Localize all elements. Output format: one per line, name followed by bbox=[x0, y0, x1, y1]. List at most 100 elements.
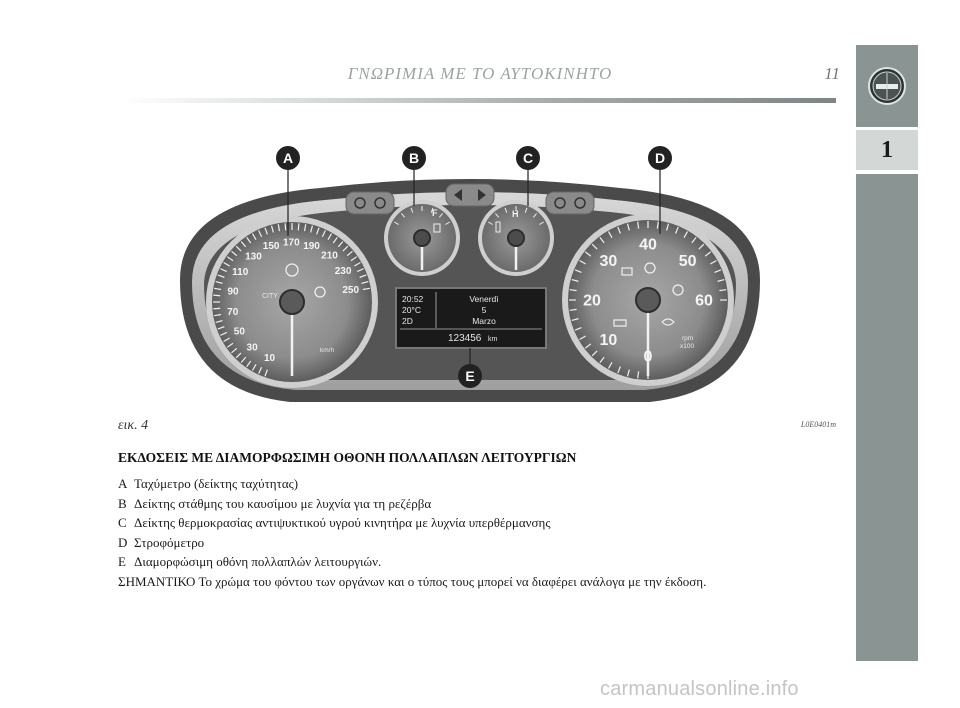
dial-tick bbox=[240, 241, 247, 248]
battery-warning-icon bbox=[621, 267, 633, 276]
dial-tick bbox=[321, 230, 326, 237]
dial-tick bbox=[357, 268, 364, 273]
svg-text:C: C bbox=[523, 150, 533, 166]
dial-tick bbox=[215, 280, 223, 284]
dial-tick bbox=[674, 226, 679, 234]
dial-tick bbox=[438, 213, 443, 218]
sidebar-divider bbox=[856, 170, 918, 174]
tachometer-unit-label-rpm: rpm bbox=[682, 335, 693, 342]
dial-tick bbox=[637, 371, 640, 379]
dial-tick bbox=[571, 318, 579, 322]
dial-tick bbox=[410, 207, 414, 213]
dial-tick bbox=[362, 287, 370, 291]
dial-tick bbox=[683, 231, 689, 238]
dial-tick bbox=[626, 223, 630, 231]
speedometer-tick-label: 50 bbox=[234, 326, 246, 337]
airbag-warning-icon bbox=[672, 284, 684, 296]
speedometer-tick-marks bbox=[213, 223, 370, 377]
dial-tick bbox=[539, 221, 544, 225]
dial-tick bbox=[354, 261, 361, 267]
svg-text:B: B bbox=[409, 150, 419, 166]
callout-a: A bbox=[276, 146, 300, 236]
oil-pressure-icon bbox=[661, 318, 675, 326]
speedometer-tick-label: 230 bbox=[335, 266, 352, 277]
dial-tick bbox=[626, 369, 630, 377]
callout-b: B bbox=[402, 146, 426, 206]
dial-tick bbox=[297, 223, 300, 231]
legend-item: E Διαμορφώσιμη οθόνη πολλαπλών λειτουργι… bbox=[118, 552, 838, 572]
speedometer-tick-label: 210 bbox=[321, 251, 338, 262]
dial-tick bbox=[591, 243, 598, 250]
dial-tick bbox=[579, 335, 586, 341]
dial-tick bbox=[656, 221, 659, 229]
dial-tick bbox=[394, 221, 399, 225]
display-odometer: 123456 bbox=[448, 333, 482, 344]
dial-tick bbox=[246, 236, 252, 244]
dial-tick bbox=[698, 243, 705, 250]
header-rule bbox=[120, 98, 836, 103]
speedometer-abs-icon bbox=[314, 286, 326, 298]
dial-tick bbox=[607, 231, 613, 238]
dial-tick bbox=[361, 280, 369, 284]
tachometer-unit-label-x100: x100 bbox=[680, 343, 694, 350]
dial-tick bbox=[571, 278, 579, 282]
dial-tick bbox=[579, 259, 586, 265]
dial-tick bbox=[607, 362, 613, 369]
dial-tick bbox=[584, 343, 592, 349]
dial-tick bbox=[303, 224, 307, 232]
dial-tick bbox=[220, 331, 227, 336]
dial-tick bbox=[213, 294, 221, 297]
dial-tick bbox=[617, 366, 622, 374]
dial-tick bbox=[310, 225, 314, 233]
legend-item: A Ταχύμετρο (δείκτης ταχύτητας) bbox=[118, 474, 838, 494]
legend-letter: A bbox=[118, 476, 128, 491]
speedometer-tick-label: 250 bbox=[342, 285, 359, 296]
dial-tick bbox=[504, 207, 508, 213]
speedometer-city-label: CITY bbox=[262, 293, 278, 300]
dial-tick bbox=[569, 308, 577, 311]
dial-tick bbox=[524, 207, 528, 213]
dial-tick bbox=[213, 307, 221, 310]
turn-left-icon bbox=[454, 189, 462, 201]
legend-text: Στροφόμετρο bbox=[134, 534, 205, 550]
dial-tick bbox=[342, 245, 349, 252]
fuel-gauge: F bbox=[384, 200, 460, 276]
watermark[interactable]: carmanualsonline.info bbox=[600, 678, 799, 700]
fuel-pump-icon bbox=[433, 223, 441, 233]
display-time: 20:52 bbox=[402, 294, 424, 304]
dial-tick bbox=[430, 207, 434, 213]
display-day: Venerdì bbox=[469, 294, 498, 304]
dial-tick bbox=[264, 227, 268, 235]
display-temperature: 20°C bbox=[402, 305, 421, 315]
tachometer-tick-marks bbox=[569, 221, 727, 379]
speedometer-tick-label: 90 bbox=[227, 286, 239, 297]
legend-text: Διαμορφώσιμη οθόνη πολλαπλών λειτουργιών… bbox=[134, 554, 382, 569]
component-legend: A Ταχύμετρο (δείκτης ταχύτητας) B Δείκτη… bbox=[118, 474, 838, 572]
figure-code: L0E0401m bbox=[800, 420, 836, 429]
dial-tick bbox=[691, 236, 697, 244]
dial-tick bbox=[231, 347, 238, 354]
legend-item: C Δείκτης θερμοκρασίας αντιψυκτικού υγρο… bbox=[118, 513, 838, 533]
legend-text: Δείκτης στάθμης του καυσίμου με λυχνία γ… bbox=[134, 495, 432, 511]
display-date: 5 bbox=[482, 305, 487, 315]
dial-tick bbox=[277, 224, 281, 232]
speedometer-tick-label: 170 bbox=[283, 238, 300, 249]
svg-text:A: A bbox=[283, 150, 293, 166]
fuel-full-label: F bbox=[432, 208, 438, 218]
dial-tick bbox=[270, 225, 274, 233]
chapter-number: 1 bbox=[881, 136, 893, 163]
dial-tick bbox=[717, 278, 725, 282]
sidebar-divider bbox=[856, 127, 918, 130]
dial-tick bbox=[346, 250, 353, 257]
tachometer-tick-label: 20 bbox=[583, 293, 601, 310]
speedometer-tick-label: 70 bbox=[227, 307, 239, 318]
dial-tick bbox=[704, 251, 712, 257]
dial-tick bbox=[240, 356, 247, 363]
display-month: Marzo bbox=[472, 316, 496, 326]
dial-tick bbox=[258, 367, 263, 374]
section-heading: ΕΚΔΟΣΕΙΣ ΜΕ ΔΙΑΜΟΡΦΩΣΙΜΗ ΟΘΟΝΗ ΠΟΛΛΑΠΛΩΝ… bbox=[118, 450, 577, 465]
dial-tick bbox=[217, 274, 225, 278]
dial-tick bbox=[215, 320, 223, 324]
svg-text:E: E bbox=[465, 368, 474, 384]
